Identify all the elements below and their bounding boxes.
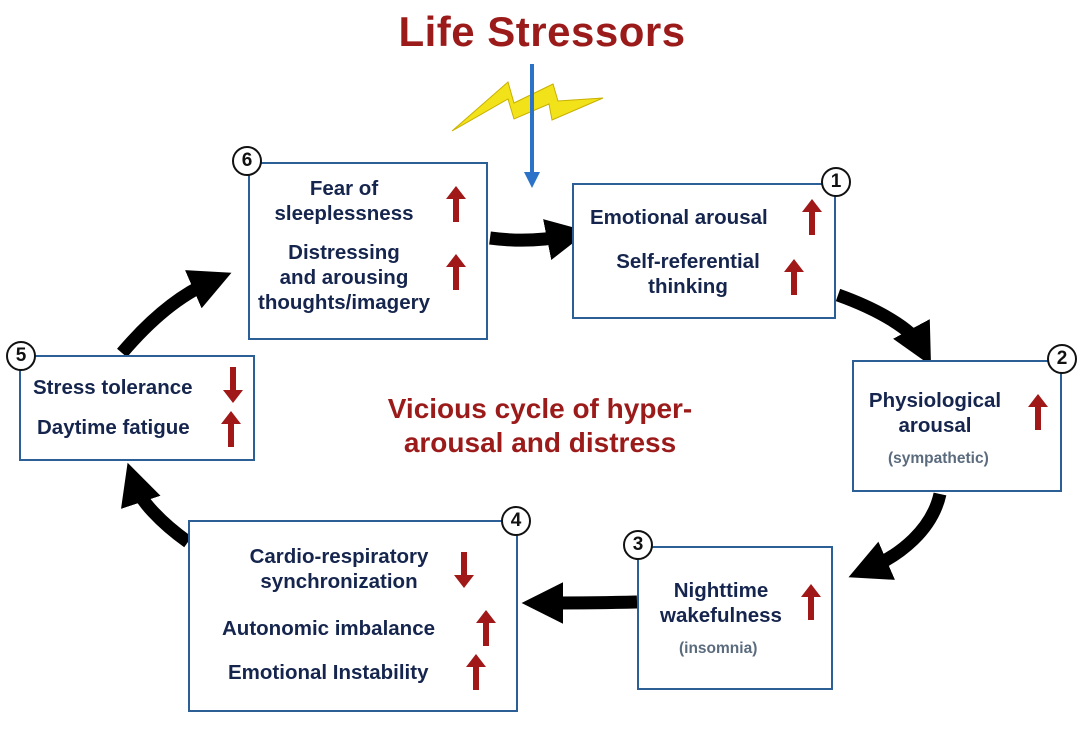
down-arrow-icon [454,552,474,588]
stage-2-box: Physiological arousal (sympathetic) [852,360,1062,492]
down-arrow-icon [223,367,243,403]
stage-3-item1-line1: Nighttime [673,579,769,602]
up-arrow-icon [802,199,822,235]
stage-4-badge: 4 [501,506,531,536]
cycle-arrow-4-to-5 [121,462,192,548]
stage-6-item1-line2: sleeplessness [274,202,414,225]
stage-3-item1-line2: wakefulness [660,604,782,627]
up-arrow-icon [446,186,466,222]
cycle-arrow-6-to-1 [489,219,588,260]
stage-1-box: Emotional arousal Self-referential think… [572,183,836,319]
stage-1-item2-line2: thinking [648,275,728,298]
stage-5-box: Stress tolerance Daytime fatigue [19,355,255,461]
stage-1-badge: 1 [821,167,851,197]
up-arrow-icon [1028,394,1048,430]
stage-1-item1: Emotional arousal [590,206,768,229]
stage-4-item1-line1: Cardio-respiratory [249,545,429,568]
up-arrow-icon [221,411,241,447]
stage-2-item1-line2: arousal [898,414,972,437]
cycle-arrow-2-to-3 [848,492,947,580]
up-arrow-icon [466,654,486,690]
stage-5-item2: Daytime fatigue [37,416,190,439]
cycle-arrow-5-to-6 [117,270,232,358]
stage-3-box: Nighttime wakefulness (insomnia) [637,546,833,690]
stage-6-item2-line3: thoughts/imagery [258,291,430,314]
stage-2-note: (sympathetic) [888,450,989,467]
center-label-line2: arousal and distress [403,427,677,458]
stage-6-item2-line2: and arousing [279,266,409,289]
stage-3-note: (insomnia) [679,640,758,657]
stage-4-item1-line2: synchronization [260,570,418,593]
stage-5-item1: Stress tolerance [33,376,193,399]
stage-2-badge: 2 [1047,344,1077,374]
stage-6-box: Fear of sleeplessness Distressing and ar… [248,162,488,340]
stage-6-item2-line1: Distressing [288,241,400,264]
stage-3-badge: 3 [623,530,653,560]
cycle-arrow-3-to-4 [521,582,638,624]
stage-4-box: Cardio-respiratory synchronization Auton… [188,520,518,712]
stage-2-item1-line1: Physiological [868,389,1002,412]
stage-6-badge: 6 [232,146,262,176]
cycle-center-label: Vicious cycle of hyper- arousal and dist… [330,392,750,460]
up-arrow-icon [446,254,466,290]
diagram-title: Life Stressors [398,8,686,55]
up-arrow-icon [801,584,821,620]
up-arrow-icon [476,610,496,646]
lightning-bolt-icon [451,81,604,132]
center-label-line1: Vicious cycle of hyper- [387,393,693,424]
stage-6-item1-line1: Fear of [309,177,379,200]
stage-5-badge: 5 [6,341,36,371]
stage-4-item2: Autonomic imbalance [222,617,436,640]
stage-4-item3: Emotional Instability [228,661,429,684]
cycle-arrow-1-to-2 [835,288,932,366]
stage-1-item2-line1: Self-referential [616,250,760,273]
up-arrow-icon [784,259,804,295]
